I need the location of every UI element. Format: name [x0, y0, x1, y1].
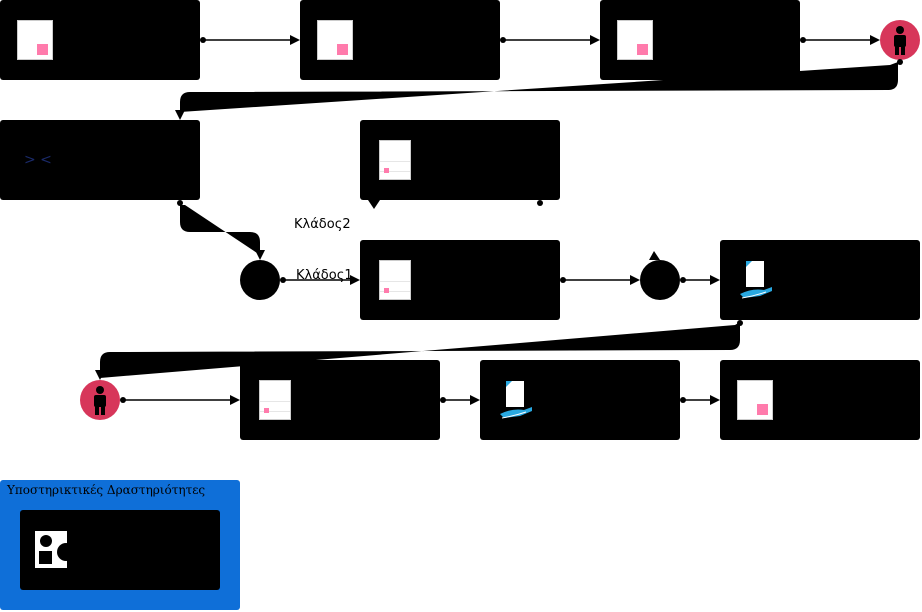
task-box[interactable] [240, 360, 440, 440]
document-icon [737, 380, 773, 420]
document-icon [259, 380, 291, 420]
person-icon [894, 26, 906, 55]
task-box[interactable] [600, 0, 800, 80]
arrowhead [710, 275, 720, 285]
connector-dot [897, 59, 903, 65]
person-icon [94, 386, 106, 415]
document-icon [617, 20, 653, 60]
connector-dot [280, 277, 286, 283]
shapes-icon [35, 531, 75, 568]
connector-dot [537, 200, 543, 206]
document-icon [379, 140, 411, 180]
arrowhead [230, 395, 240, 405]
arrowhead [870, 35, 880, 45]
arrowhead [95, 370, 105, 380]
arrowhead [630, 275, 640, 285]
task-box[interactable] [720, 360, 920, 440]
arrowhead [710, 395, 720, 405]
gateway-node[interactable] [640, 260, 680, 300]
connector-sweep [180, 205, 260, 255]
actor-node[interactable] [880, 20, 920, 60]
arrowhead [255, 250, 265, 260]
connector-dot [440, 397, 446, 403]
gateway-label: Κλάδος1 [296, 268, 353, 283]
support-pool: Υποστηρικτικές Δραστηριότητες [0, 480, 240, 610]
task-box[interactable] [360, 120, 560, 200]
task-box[interactable] [300, 0, 500, 80]
hand-document-icon [740, 261, 772, 299]
symbol-text: > < [24, 152, 52, 168]
task-box[interactable]: > < [0, 120, 200, 200]
connector-dot [120, 397, 126, 403]
task-box[interactable] [360, 240, 560, 320]
arrowhead [350, 275, 360, 285]
connector-dot [680, 277, 686, 283]
support-task-box[interactable] [20, 510, 220, 590]
document-icon [317, 20, 353, 60]
arrowhead [368, 200, 380, 209]
connector-dot [177, 200, 183, 206]
task-box[interactable] [0, 0, 200, 80]
document-icon [379, 260, 411, 300]
hand-document-icon [500, 381, 532, 419]
arrowhead [290, 35, 300, 45]
actor-node[interactable] [80, 380, 120, 420]
connector-dot [200, 37, 206, 43]
connector-dot [560, 277, 566, 283]
task-box[interactable] [720, 240, 920, 320]
connector-dot [800, 37, 806, 43]
arrowhead [175, 110, 185, 120]
arrowhead [470, 395, 480, 405]
task-box[interactable] [480, 360, 680, 440]
gateway-label: Κλάδος2 [294, 217, 351, 232]
connector-dot [500, 37, 506, 43]
arrowhead [649, 251, 660, 260]
document-icon [17, 20, 53, 60]
connector-dot [680, 397, 686, 403]
arrowhead [590, 35, 600, 45]
pool-title: Υποστηρικτικές Δραστηριότητες [7, 483, 206, 497]
gateway-node[interactable] [240, 260, 280, 300]
connector-sweep [180, 62, 898, 112]
connector-dot [737, 320, 743, 326]
